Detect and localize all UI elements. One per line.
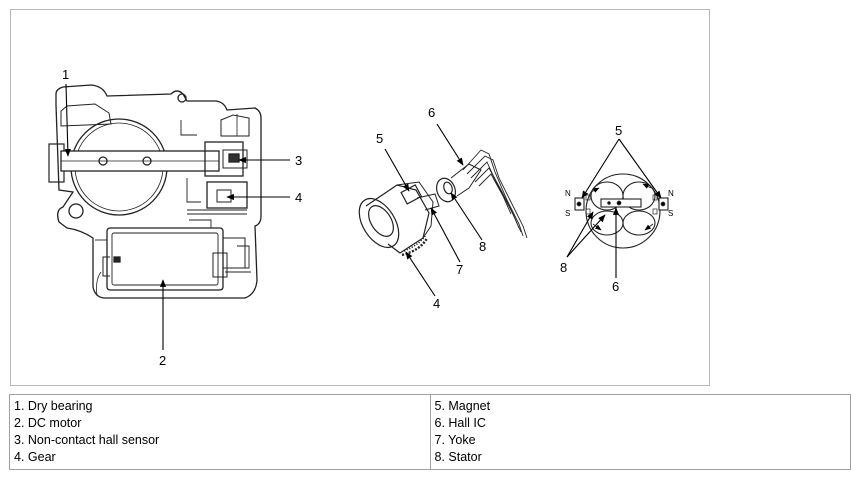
callout-4-gear: 4 [433,296,440,311]
gear-assembly-drawing [358,149,528,257]
legend-item-6: 6. Hall IC [434,416,486,430]
legend-item-7: 7. Yoke [434,433,476,447]
throttle-body-drawing [48,84,262,299]
legend-item-5: 5. Magnet [434,399,491,413]
legend-table: 1. Dry bearing 2. DC motor 3. Non-contac… [9,394,851,470]
diagram-canvas: 1 2 3 4 5 6 7 8 4 5 8 6 N S N S [48,67,674,368]
legend-left-column: 1. Dry bearing 2. DC motor 3. Non-contac… [9,394,431,470]
diagram-figure: 1 2 3 4 5 6 7 8 4 5 8 6 N S N S [10,9,710,386]
callout-1: 1 [62,67,69,82]
legend-item-1: 1. Dry bearing [14,399,93,413]
callout-5-magnet: 5 [615,123,622,138]
callout-8-gear: 8 [479,239,486,254]
legend-row: 1. Dry bearing 2. DC motor 3. Non-contac… [9,394,851,470]
callout-4-throttle: 4 [295,190,302,205]
pole-n-left: N [565,189,571,198]
pole-s-right: S [668,209,673,218]
pole-s-left: S [565,209,570,218]
callout-3: 3 [295,153,302,168]
legend-right-column: 5. Magnet 6. Hall IC 7. Yoke 8. Stator [429,394,851,470]
callout-leaders [64,83,662,350]
callout-5-gear: 5 [376,131,383,146]
magnet-stator-schematic [574,173,669,249]
callout-6-hall: 6 [612,279,619,294]
pole-n-right: N [668,189,674,198]
legend-item-4: 4. Gear [14,450,56,464]
callout-8-stator: 8 [560,260,567,275]
legend-item-8: 8. Stator [434,450,482,464]
legend-item-2: 2. DC motor [14,416,82,430]
callout-6-gear: 6 [428,105,435,120]
callout-7: 7 [456,262,463,277]
legend-item-3: 3. Non-contact hall sensor [14,433,160,447]
callout-labels: 1 2 3 4 5 6 7 8 4 5 8 6 [62,67,622,368]
callout-2: 2 [159,353,166,368]
pole-marks: N S N S [565,189,674,218]
